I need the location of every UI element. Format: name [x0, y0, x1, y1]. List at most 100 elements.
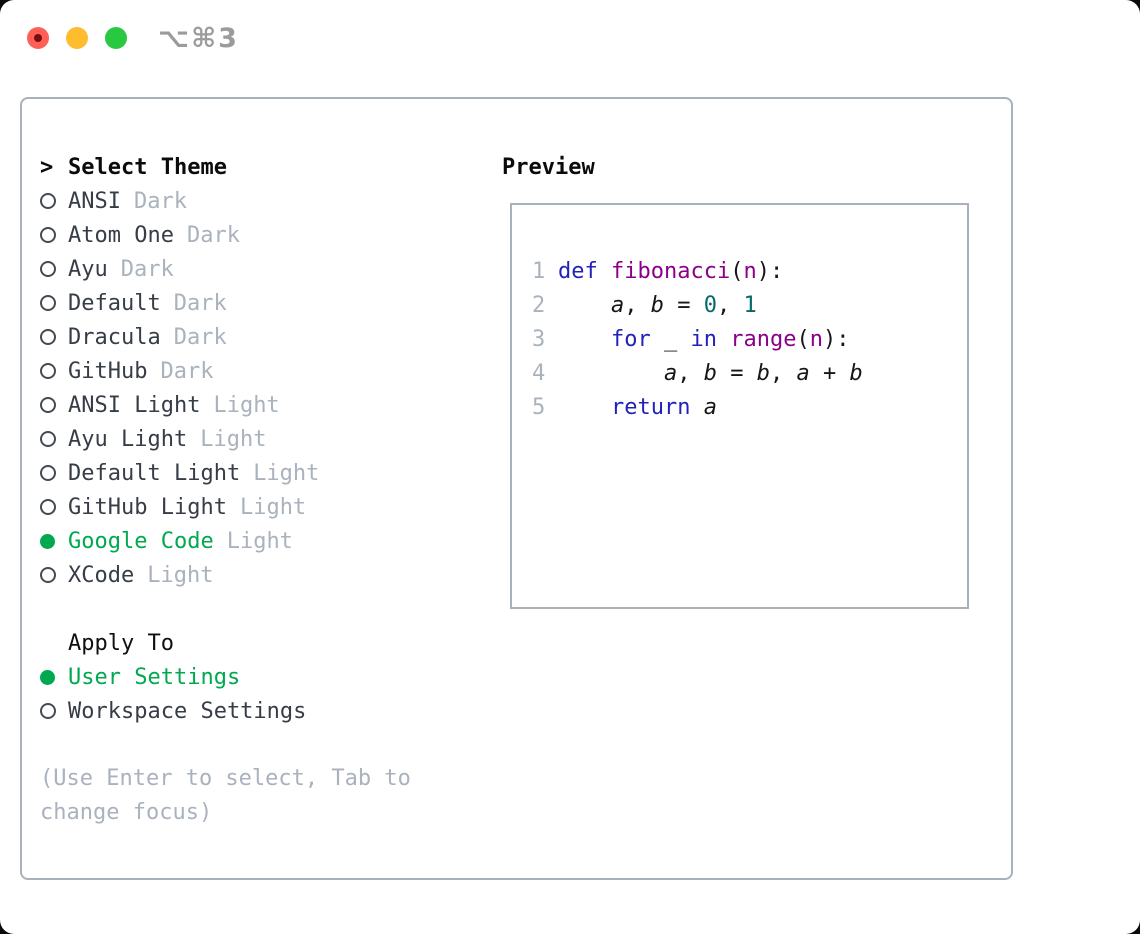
- apply-to-option-label: User Settings: [68, 664, 241, 690]
- code-token: ):: [822, 326, 850, 352]
- hollow-circle-icon: [40, 567, 68, 583]
- code-token: =: [663, 292, 704, 318]
- code-token: fibonacci: [611, 258, 731, 284]
- code-token: a: [610, 292, 625, 318]
- code-line: 4 a, b = b, a + b: [532, 356, 967, 390]
- hollow-circle-icon: [40, 703, 68, 719]
- code-token: [558, 395, 611, 420]
- code-token: [558, 327, 611, 352]
- code-token: ,: [624, 292, 651, 318]
- code-token: [598, 259, 611, 284]
- theme-variant-label: Light: [226, 528, 293, 554]
- line-number: 1: [532, 258, 546, 284]
- theme-list-title: Select Theme: [68, 154, 227, 180]
- theme-option-name: ANSI Light: [68, 392, 201, 418]
- chevron-right-marker: >: [40, 154, 54, 180]
- line-number: 5: [532, 394, 546, 420]
- theme-option-name: GitHub Light: [68, 494, 227, 520]
- theme-option-name: Default Light: [68, 460, 241, 486]
- hollow-circle-icon: [40, 261, 68, 277]
- theme-option[interactable]: Google Code Light: [40, 524, 319, 558]
- minimize-icon[interactable]: [66, 27, 88, 49]
- code-token: n: [809, 326, 823, 352]
- code-token: (: [796, 326, 810, 352]
- code-token: [558, 293, 611, 318]
- code-token: ,: [716, 292, 744, 318]
- filled-circle-icon: [40, 533, 68, 549]
- hollow-circle-icon: [40, 465, 68, 481]
- theme-variant-label: Light: [239, 494, 307, 520]
- apply-to-header-row: Apply To: [40, 626, 306, 660]
- code-token: 1: [743, 292, 757, 318]
- theme-option-name: Ayu Light: [68, 426, 188, 452]
- hollow-circle-icon: [40, 499, 68, 515]
- close-icon[interactable]: [27, 27, 49, 49]
- code-token: n: [743, 258, 757, 284]
- code-line: 5 return a: [532, 390, 967, 424]
- code-token: in: [690, 326, 717, 352]
- theme-variant-label: Dark: [173, 324, 227, 350]
- code-token: for: [610, 326, 651, 352]
- apply-to-option[interactable]: User Settings: [40, 660, 306, 694]
- code-token: ,: [769, 360, 797, 386]
- theme-variant-label: Dark: [133, 188, 187, 214]
- code-token: b: [756, 360, 770, 386]
- theme-variant-label: Dark: [173, 290, 227, 316]
- code-line: 2 a, b = 0, 1: [532, 288, 967, 322]
- theme-variant-label: Light: [213, 392, 280, 418]
- blank-line: [532, 424, 967, 458]
- code-token: a: [703, 394, 717, 420]
- theme-option[interactable]: GitHub Light Light: [40, 490, 319, 524]
- code-token: return: [610, 394, 691, 420]
- keyboard-hint: (Use Enter to select, Tab to change focu…: [40, 766, 411, 825]
- code-token: [558, 361, 664, 386]
- hollow-circle-icon: [40, 193, 68, 209]
- theme-option-name: ANSI: [68, 188, 121, 214]
- code-token: a: [663, 360, 678, 386]
- theme-variant-label: Light: [147, 562, 214, 588]
- theme-option-name: Ayu: [68, 256, 108, 282]
- code-token: +: [809, 360, 850, 386]
- theme-option[interactable]: ANSI Dark: [40, 184, 319, 218]
- code-token: (: [730, 258, 744, 284]
- line-number: 4: [532, 360, 546, 386]
- zoom-icon[interactable]: [105, 27, 127, 49]
- code-token: 0: [703, 292, 717, 318]
- code-line: 3 for _ in range(n):: [532, 322, 967, 356]
- filled-circle-icon: [40, 669, 68, 685]
- theme-list-header-row: > Select Theme: [40, 150, 319, 184]
- code-token: a: [796, 360, 810, 386]
- line-number: 2: [532, 292, 546, 318]
- theme-option[interactable]: Default Light Light: [40, 456, 319, 490]
- hollow-circle-icon: [40, 227, 68, 243]
- code-token: [717, 327, 730, 352]
- apply-to-option-label: Workspace Settings: [68, 698, 307, 724]
- hollow-circle-icon: [40, 431, 68, 447]
- apply-to-option[interactable]: Workspace Settings: [40, 694, 306, 728]
- code-token: _: [650, 326, 691, 352]
- hollow-circle-icon: [40, 397, 68, 413]
- theme-option-name: Google Code: [68, 528, 214, 554]
- theme-option-name: XCode: [68, 562, 135, 588]
- line-number: 3: [532, 326, 546, 352]
- code-token: [690, 395, 703, 420]
- code-token: ,: [677, 360, 704, 386]
- theme-option[interactable]: XCode Light: [40, 558, 319, 592]
- theme-option[interactable]: ANSI Light Light: [40, 388, 319, 422]
- code-token: def: [558, 258, 598, 284]
- code-token: =: [716, 360, 757, 386]
- code-token: b: [703, 360, 717, 386]
- theme-variant-label: Light: [253, 460, 320, 486]
